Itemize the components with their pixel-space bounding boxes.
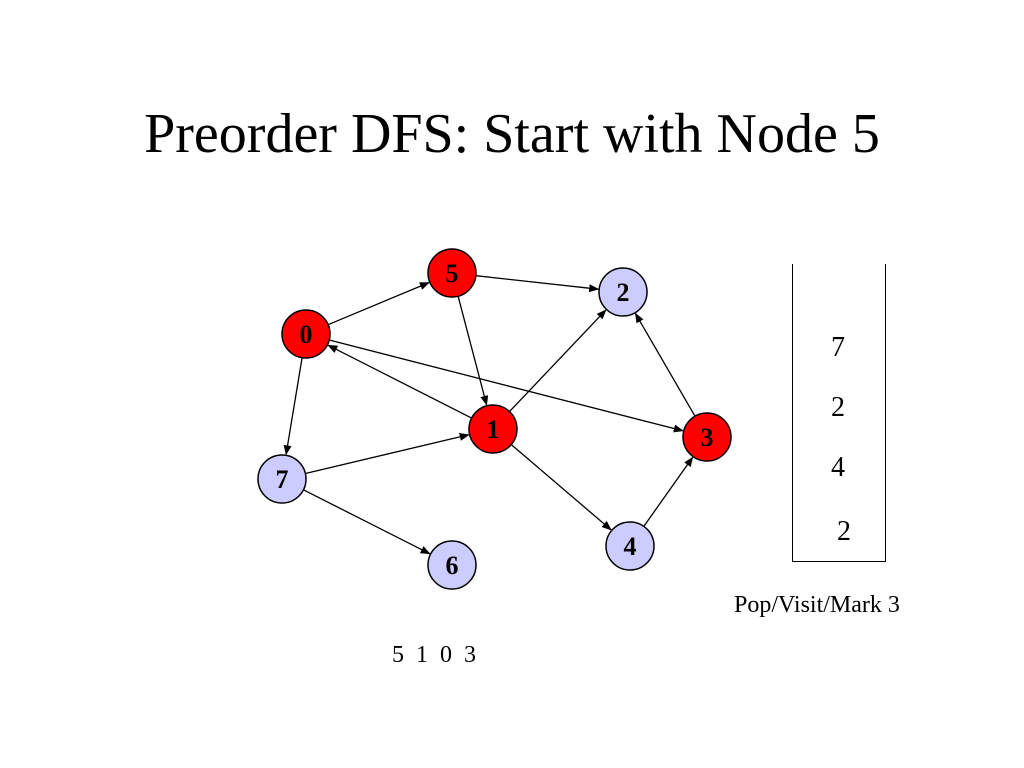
node-circle-4 [605, 521, 655, 571]
node-label-4: 4 [624, 532, 637, 561]
node-0: 0 [281, 309, 331, 359]
edge-1-to-0 [327, 344, 472, 419]
edge-0-to-3 [329, 339, 684, 433]
node-4: 4 [605, 521, 655, 571]
node-label-5: 5 [446, 259, 459, 288]
step-caption: Pop/Visit/Mark 3 [734, 592, 900, 618]
node-label-0: 0 [300, 320, 313, 349]
node-circle-3 [682, 412, 732, 462]
node-2: 2 [598, 267, 648, 317]
edge-4-to-3 [643, 456, 694, 527]
edge-7-to-1 [305, 432, 470, 475]
edge-5-to-2 [475, 275, 600, 293]
node-circle-0 [281, 309, 331, 359]
node-7: 7 [257, 454, 307, 504]
slide-title: Preorder DFS: Start with Node 5 [144, 103, 880, 165]
edge-1-to-2 [509, 309, 607, 413]
visit-order: 5 1 0 3 [392, 642, 476, 668]
node-circle-7 [257, 454, 307, 504]
stack-item: 2 [837, 516, 851, 547]
node-5: 5 [427, 248, 477, 298]
node-3: 3 [682, 412, 732, 462]
node-circle-5 [427, 248, 477, 298]
edge-0-to-5 [327, 282, 430, 326]
node-label-2: 2 [617, 278, 630, 307]
node-circle-1 [468, 404, 518, 454]
node-label-7: 7 [276, 465, 289, 494]
edge-1-to-4 [510, 444, 612, 531]
nodes-layer: 5 2 0 1 3 7 4 6 [257, 248, 732, 590]
node-label-6: 6 [446, 551, 459, 580]
edge-3-to-2 [634, 312, 696, 417]
node-label-3: 3 [701, 423, 714, 452]
stack-item: 7 [831, 332, 845, 363]
node-circle-6 [427, 540, 477, 590]
edges-layer [283, 275, 696, 555]
stack-container: 7 2 4 2 [792, 264, 886, 562]
edge-7-to-6 [303, 489, 431, 555]
stack-item: 4 [831, 452, 845, 483]
edge-0-to-7 [283, 357, 303, 456]
node-label-1: 1 [487, 415, 500, 444]
stack-item: 2 [831, 392, 845, 423]
edge-5-to-1 [457, 296, 489, 406]
node-circle-2 [598, 267, 648, 317]
node-6: 6 [427, 540, 477, 590]
node-1: 1 [468, 404, 518, 454]
